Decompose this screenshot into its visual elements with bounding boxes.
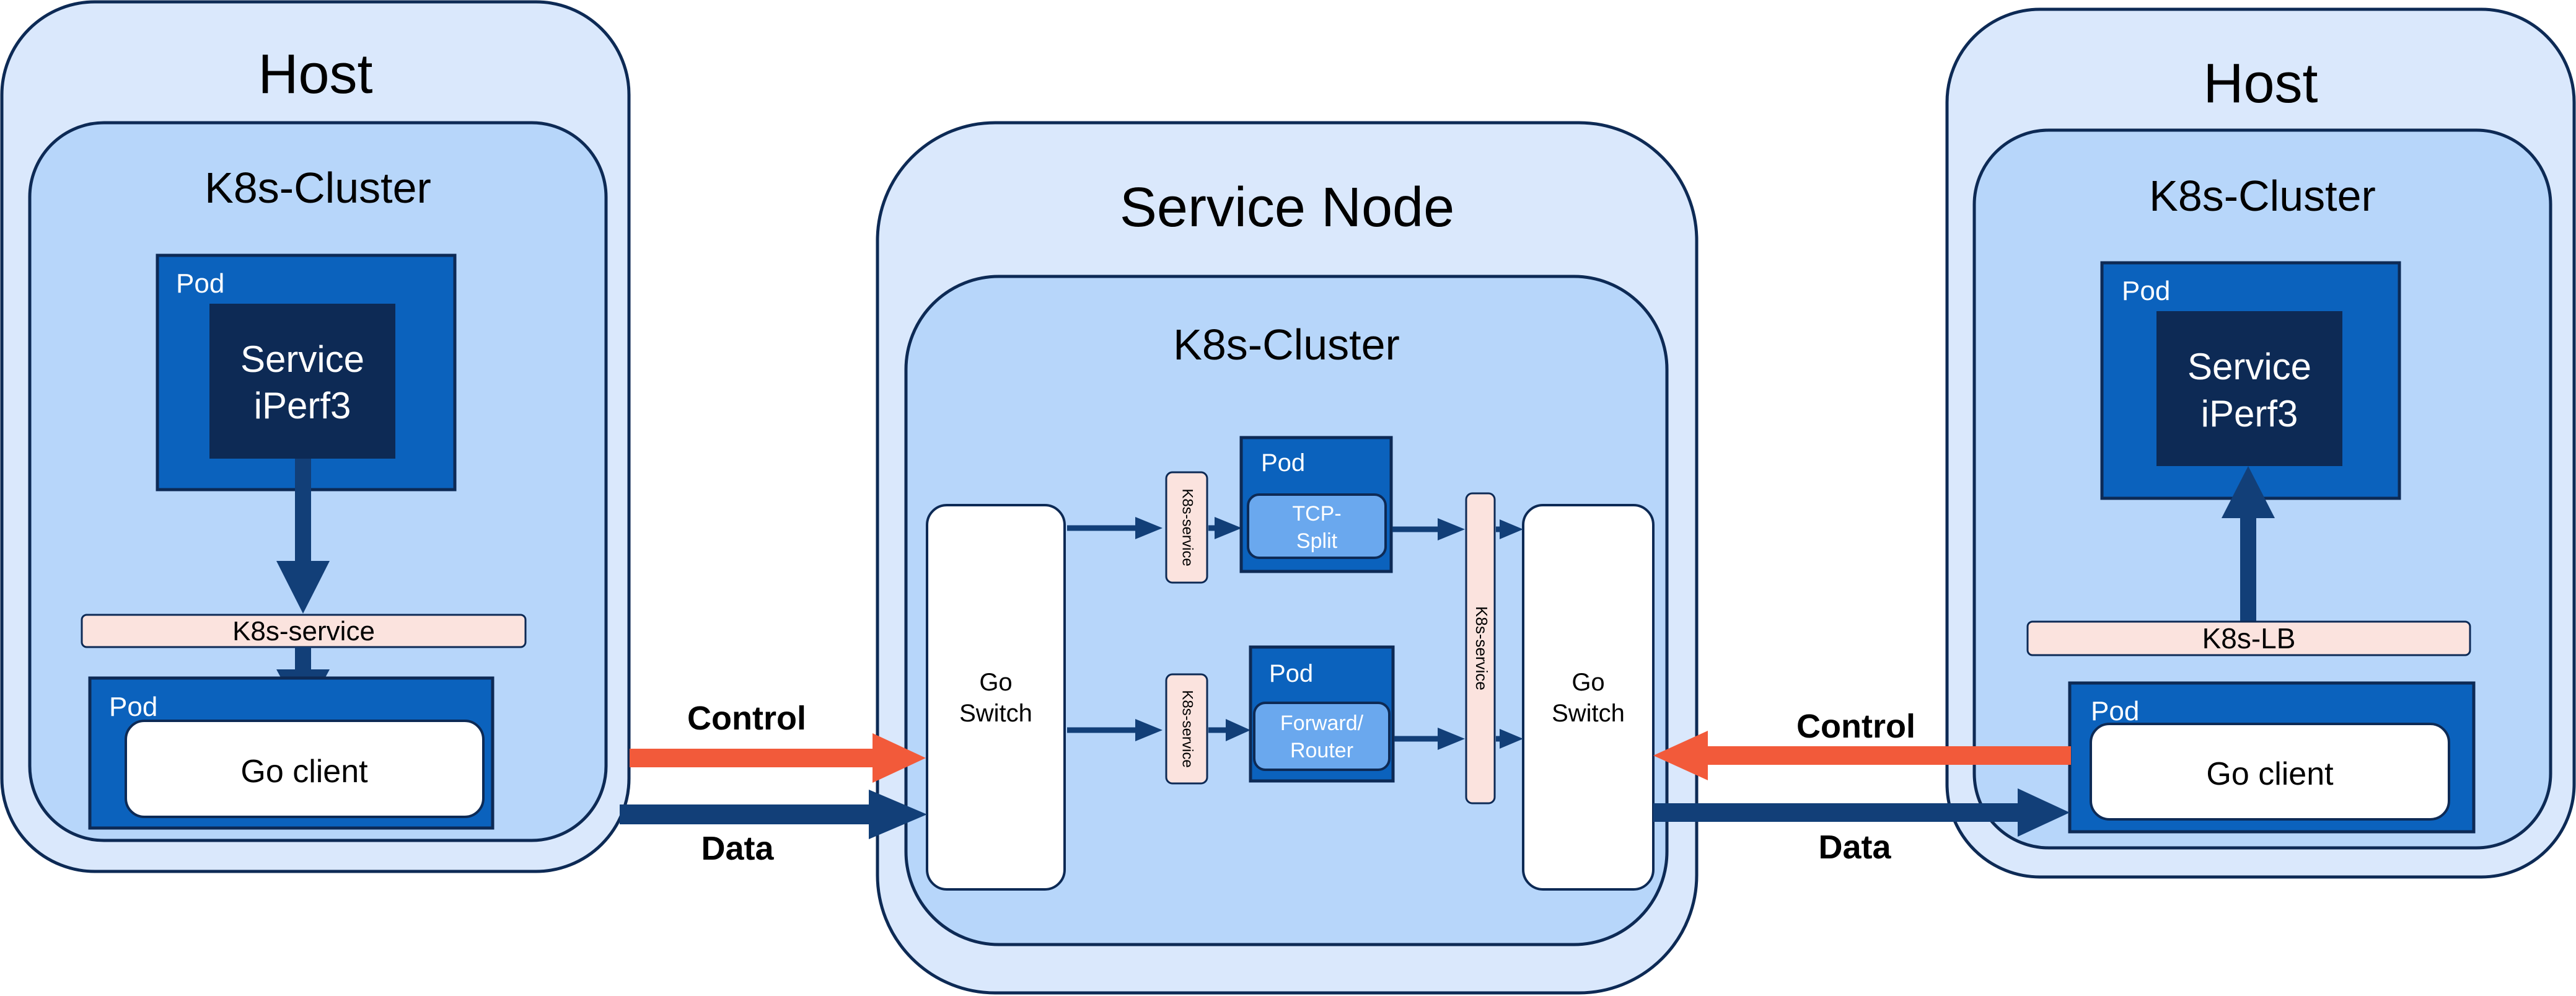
left-data-arrow [620, 790, 927, 839]
left-control-label: Control [687, 700, 806, 737]
small-k8s-service-bottom [1165, 673, 1208, 785]
right-go-client-box [2090, 723, 2450, 821]
arrow-service-to-forward-pod [1208, 719, 1251, 741]
tcp-split-line2: Split [1296, 529, 1338, 553]
right-service-line1: Service [2187, 346, 2311, 387]
right-control-arrow [1653, 731, 2071, 780]
right-pod-top-label: Pod [2122, 276, 2170, 306]
right-arrow-shaft [2240, 514, 2256, 622]
left-go-switch-line1: Go [979, 669, 1012, 696]
right-host-title: Host [2203, 53, 2318, 115]
small-k8s-service-top-label: K8s-service [1179, 488, 1196, 566]
tall-k8s-service [1465, 492, 1496, 804]
forward-router-line2: Router [1290, 739, 1353, 762]
left-go-client-label: Go client [240, 754, 368, 790]
arrow-tall-service-to-switch-top [1496, 519, 1523, 539]
left-host-title: Host [258, 43, 372, 105]
left-host: Host K8s-Cluster Pod Service iPerf3 K8s-… [0, 0, 631, 873]
right-go-switch-line1: Go [1572, 669, 1604, 696]
left-arrow-shaft-2 [295, 647, 311, 672]
right-pod-bottom-label: Pod [2091, 696, 2139, 726]
right-service-iperf3-box [2156, 311, 2342, 466]
left-go-client-box [125, 720, 485, 818]
left-service-iperf3-box [209, 304, 395, 459]
service-node: Service Node K8s-Cluster Go Switch Go Sw… [876, 121, 1699, 995]
arrow-service-to-tcp-pod [1208, 517, 1242, 539]
right-host: Host K8s-Cluster Pod Service iPerf3 K8s-… [1945, 7, 2576, 879]
right-service-line2: iPerf3 [2201, 393, 2298, 434]
arrow-forward-pod-to-tall-service [1394, 728, 1465, 750]
right-data-arrow [1653, 788, 2070, 837]
tcp-split-box [1247, 493, 1387, 559]
left-arrow-shaft-1 [295, 459, 311, 563]
left-data-label: Data [701, 830, 774, 867]
forward-router-line1: Forward/ [1280, 712, 1364, 735]
right-data-label: Data [1818, 829, 1891, 866]
left-cluster-label: K8s-Cluster [204, 164, 431, 212]
small-k8s-service-bottom-label: K8s-service [1179, 690, 1196, 767]
left-service-line2: iPerf3 [254, 385, 351, 426]
forward-router-box [1253, 702, 1391, 771]
tcp-split-line1: TCP- [1292, 502, 1341, 526]
right-control-label: Control [1796, 708, 1915, 745]
right-k8s-lb-label: K8s-LB [2202, 622, 2296, 654]
forward-router-pod-label: Pod [1269, 660, 1313, 687]
left-pod-bottom-label: Pod [109, 692, 157, 722]
right-arrow-head [2222, 466, 2275, 518]
tall-k8s-service-label: K8s-service [1472, 606, 1491, 690]
left-pod-top-label: Pod [176, 268, 224, 299]
right-go-switch [1522, 504, 1655, 891]
arrow-tall-service-to-switch-bottom [1496, 729, 1523, 749]
service-node-cluster-label: K8s-Cluster [1173, 320, 1400, 369]
small-k8s-service-top [1165, 471, 1208, 584]
left-control-arrow [630, 733, 926, 783]
arrow-switch-to-service-bottom [1067, 719, 1163, 741]
tcp-split-pod-label: Pod [1261, 449, 1305, 477]
right-go-switch-line2: Switch [1552, 700, 1625, 727]
right-go-client-label: Go client [2206, 756, 2334, 792]
left-service-line1: Service [240, 338, 364, 380]
left-go-switch [926, 504, 1066, 891]
arrow-tcp-pod-to-tall-service [1392, 518, 1465, 540]
left-arrow-head-1 [276, 561, 330, 614]
right-k8s-lb-bar [2026, 620, 2471, 656]
right-cluster-label: K8s-Cluster [2149, 172, 2376, 220]
left-go-switch-line2: Switch [959, 700, 1032, 727]
arrow-switch-to-service-top [1067, 517, 1163, 539]
left-k8s-service-label: K8s-service [232, 616, 375, 646]
service-node-title: Service Node [1120, 177, 1454, 239]
